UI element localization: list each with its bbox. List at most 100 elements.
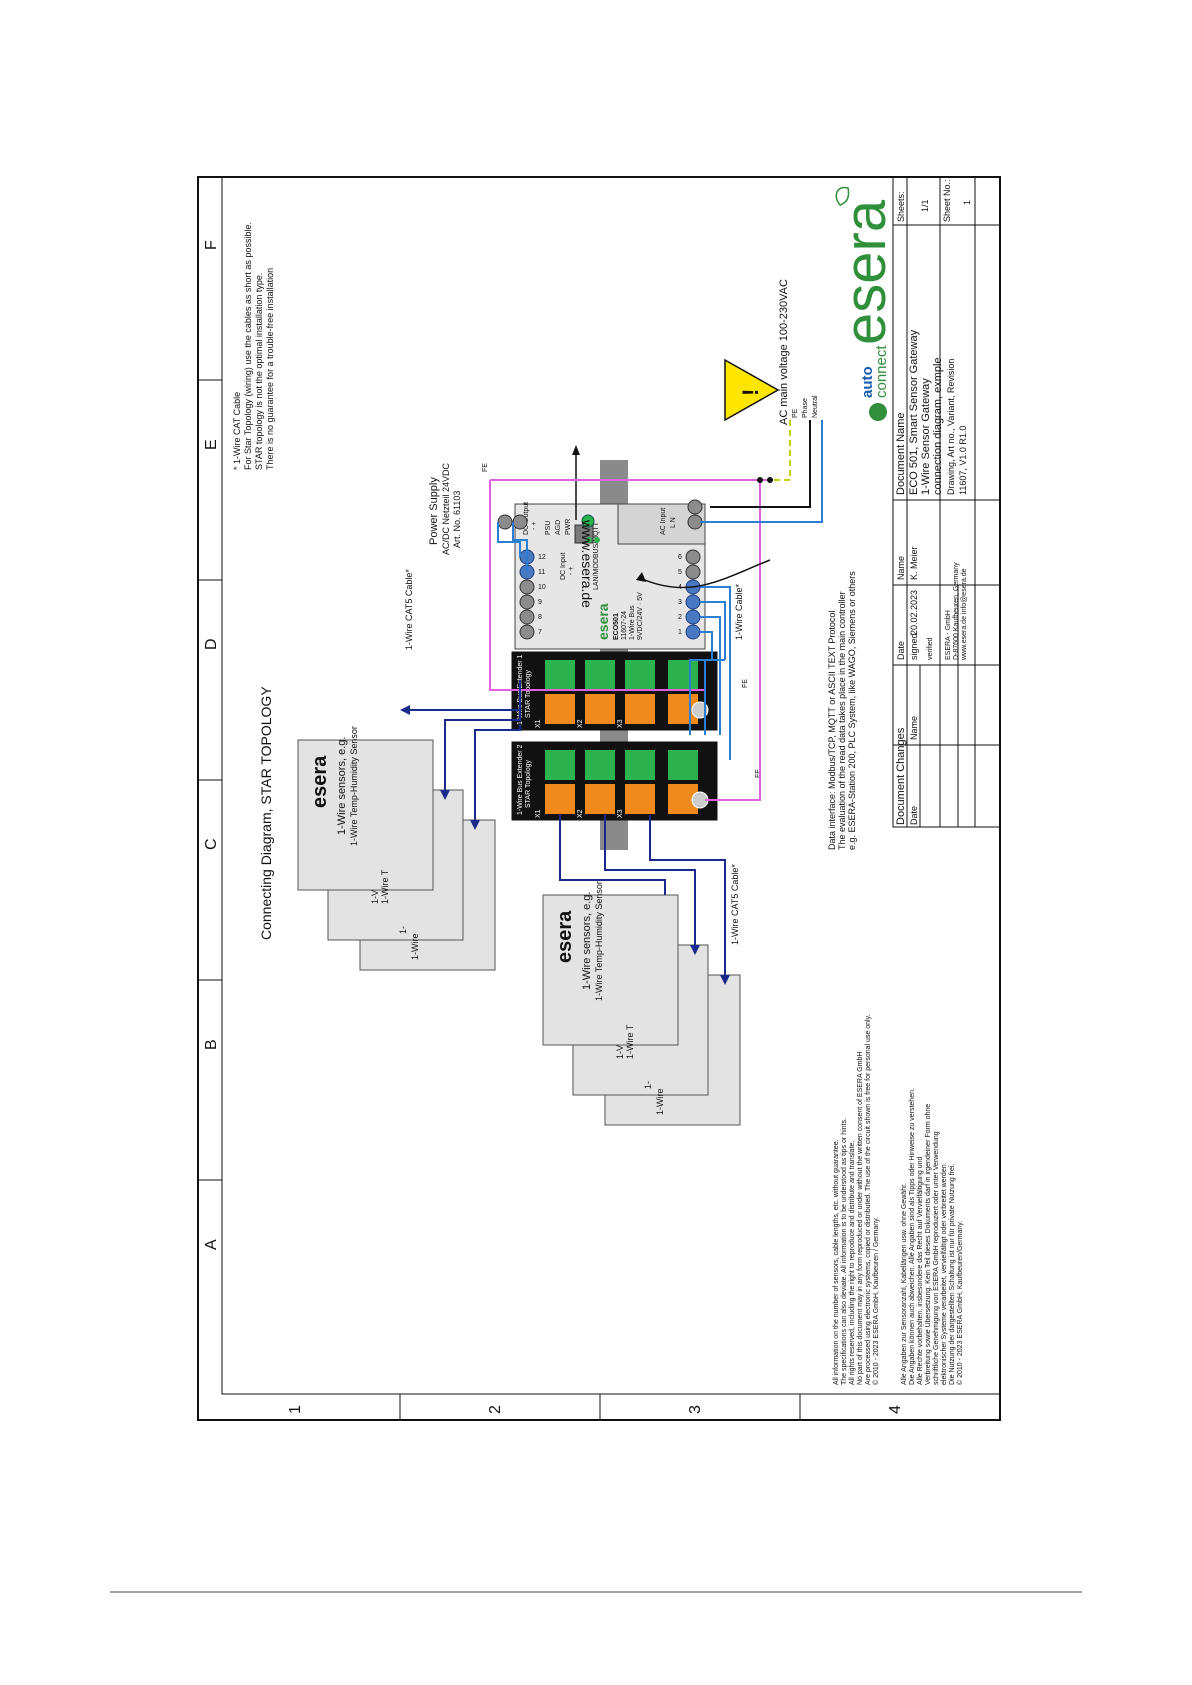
- sensor-group-2: esera 1-Wire sensors, e.g. 1-Wire Temp-H…: [542, 881, 741, 1126]
- cable-note: * 1-Wire CAT Cable For Star Topology (wi…: [232, 222, 275, 470]
- extender-2-port-x2: X2: [577, 809, 584, 818]
- controller-sub2: 9VDC/24V · 5V: [637, 592, 644, 640]
- svg-text:10: 10: [538, 584, 546, 591]
- controller-psu: PSU: [545, 521, 552, 535]
- controller-ac-input: AC Input: [660, 508, 667, 535]
- svg-text:All rights reserved, including: All rights reserved, including the right…: [849, 1141, 856, 1385]
- data-interface-line1: Data interface: Modbus/TCP, MQTT or ASCI…: [827, 611, 837, 850]
- svg-text:Alle Rechte vorbehalten, insbe: Alle Rechte vorbehalten, insbesondere da…: [917, 1156, 924, 1385]
- bus-extender-2: 1-Wire Bus Extender 2 STAR Topology X1 X…: [511, 741, 718, 821]
- extender-2-sub: STAR Topology: [525, 760, 532, 808]
- sensor-2-back4: 1-Wire: [655, 1089, 665, 1116]
- tb-signed-name: K. Meier: [909, 546, 919, 580]
- tb-sheet-no: 1: [962, 200, 972, 205]
- svg-text:2: 2: [678, 614, 682, 621]
- sensor-1-back4: 1-Wire: [410, 934, 420, 961]
- data-interface-arrow: [639, 559, 771, 589]
- controller-pwr: PWR: [565, 519, 572, 535]
- tb-sheet-no-h: Sheet No.:: [942, 179, 952, 222]
- tb-address: D-87600 Kaufbeuren, Germany: [953, 562, 960, 660]
- extender-1-port-x1: X1: [535, 719, 542, 728]
- eco501-controller: 7 8 9 10 11 12 1 2 3 4 5 6 esera ECO501 …: [497, 499, 706, 650]
- tb-signed-date: 20.02.2023: [909, 590, 919, 635]
- extender-1-port-x2: X2: [577, 719, 584, 728]
- sensor-1-line1: 1-Wire sensors, e.g.: [336, 737, 348, 835]
- cat5-cable-5: [604, 815, 696, 945]
- cat5-cable-1: [410, 680, 521, 711]
- extender-2-port-x3: X3: [617, 809, 624, 818]
- 1wire-cable-label: 1-Wire Cable*: [734, 583, 744, 640]
- cat5-label-2: 1-Wire CAT5 Cable*: [730, 864, 740, 945]
- controller-dc-input-pol: - +: [568, 567, 575, 575]
- tb-doc-changes: Document Changes: [895, 727, 907, 825]
- cat5-label-1: 1-Wire CAT5 Cable*: [404, 569, 414, 650]
- extender-1-sub: STAR Topology: [525, 670, 532, 718]
- 1wire-cable-ext2: [689, 659, 731, 760]
- controller-top-terminals: [519, 549, 535, 640]
- svg-text:Die Nutzung der dargestellten: Die Nutzung der dargestellten Schaltung …: [949, 1164, 956, 1385]
- tb-verified: verified: [927, 637, 934, 660]
- controller-dc-output-pol: - +: [531, 522, 538, 530]
- sensor-1-line2: 1-Wire Temp-Humidity Sensor: [349, 726, 359, 846]
- sensor-1-back3: 1-: [398, 926, 408, 934]
- warning-exclamation-icon: !: [738, 389, 763, 396]
- grid-col-c: C: [203, 838, 220, 850]
- fe-label-ps: FE: [482, 463, 489, 472]
- svg-text:6: 6: [678, 554, 682, 561]
- controller-top-labels: 7 8 9 10 11 12: [538, 554, 546, 636]
- disclaimer-de: Alle Angaben zur Sensoranzahl, Kabelläng…: [901, 1088, 964, 1385]
- power-supply-title: Power Supply: [428, 477, 440, 545]
- sensor-2-back3: 1-: [643, 1081, 653, 1089]
- sensor-2-back2: 1-Wire T: [625, 1024, 635, 1059]
- esera-leaf-icon: [835, 186, 850, 206]
- sensor-2-back1: 1-V: [615, 1045, 625, 1059]
- extender-2-title: 1-Wire Bus Extender 2: [517, 744, 524, 815]
- autoconnect-logo-icon: [869, 403, 887, 421]
- tb-sheets: 1/1: [920, 199, 930, 212]
- data-interface-line3: e.g. ESERA-Station 200, PLC System, like…: [847, 571, 857, 850]
- power-supply-art: Art. No. 61103: [452, 491, 462, 548]
- ac-neutral-wire: [700, 420, 823, 523]
- sensor-2-line1: 1-Wire sensors, e.g.: [581, 892, 593, 990]
- tb-company: ESERA - GmbH: [945, 610, 952, 660]
- tb-signed: signed: [909, 633, 919, 660]
- grid-columns: A B C D E F: [203, 240, 220, 1250]
- website-url: www.esera.de: [579, 519, 595, 608]
- grid-col-d: D: [203, 638, 220, 650]
- led-icon-2: [594, 537, 600, 543]
- controller-sub1: 1-Wire Bus: [629, 605, 636, 640]
- cable-note-line2: For Star Topology (wiring) use the cable…: [243, 222, 253, 470]
- svg-text:9: 9: [538, 599, 542, 606]
- tb-name2-h: Name: [896, 556, 906, 580]
- svg-text:3: 3: [678, 599, 682, 606]
- grid-rows: 1 2 3 4: [287, 1405, 904, 1414]
- extender-1-port-x3: X3: [617, 719, 624, 728]
- sensor-2-line2: 1-Wire Temp-Humidity Sensor: [594, 881, 604, 1001]
- power-supply-model: AC/DC Netzteil 24VDC: [441, 462, 451, 555]
- power-led-icon: [581, 514, 595, 528]
- sensor-1-back2: 1-Wire T: [380, 869, 390, 904]
- ac-phase: Phase: [802, 398, 809, 418]
- controller-agd: AGD: [555, 520, 562, 535]
- extender-2-port-x1: X1: [535, 809, 542, 818]
- tb-doc-name-2: 1-Wire Sensor Gateway: [920, 378, 932, 495]
- controller-art: 11607-24: [621, 611, 628, 640]
- ac-main-label: AC main voltage 100-230VAC: [778, 279, 790, 425]
- sensor-2-brand: esera: [554, 910, 576, 963]
- diagram-title: Connecting Diagram, STAR TOPOLOGY: [258, 686, 274, 940]
- svg-text:11: 11: [538, 569, 545, 576]
- fe-label-ext1: FE: [742, 679, 749, 688]
- sensor2-card-front: [542, 894, 679, 1046]
- svg-text:© 2010 - 2023 ESERA GmbH, Kauf: © 2010 - 2023 ESERA GmbH, Kaufbeuren / G…: [872, 1217, 880, 1385]
- sensor-group-1: esera 1-Wire sensors, e.g. 1-Wire Temp-H…: [297, 726, 496, 971]
- disclaimer-en: All information on the number of sensors…: [833, 1014, 880, 1385]
- cable-note-line3: STAR topology is not the optimal install…: [254, 273, 264, 470]
- svg-text:1: 1: [678, 629, 682, 636]
- controller-dc-input: DC Input: [560, 552, 567, 580]
- svg-text:The specifications can also de: The specifications can also deviate. All…: [841, 1118, 848, 1385]
- grid-row-3: 3: [687, 1405, 704, 1414]
- svg-text:schriftliche Genehmigung von E: schriftliche Genehmigung von ESERA GmbH …: [933, 1131, 940, 1385]
- website-arrow-icon: [572, 445, 580, 455]
- svg-text:elektronischer Systeme verarbe: elektronischer Systeme verarbeitet, verv…: [941, 1162, 948, 1385]
- grid-col-b: B: [203, 1039, 220, 1050]
